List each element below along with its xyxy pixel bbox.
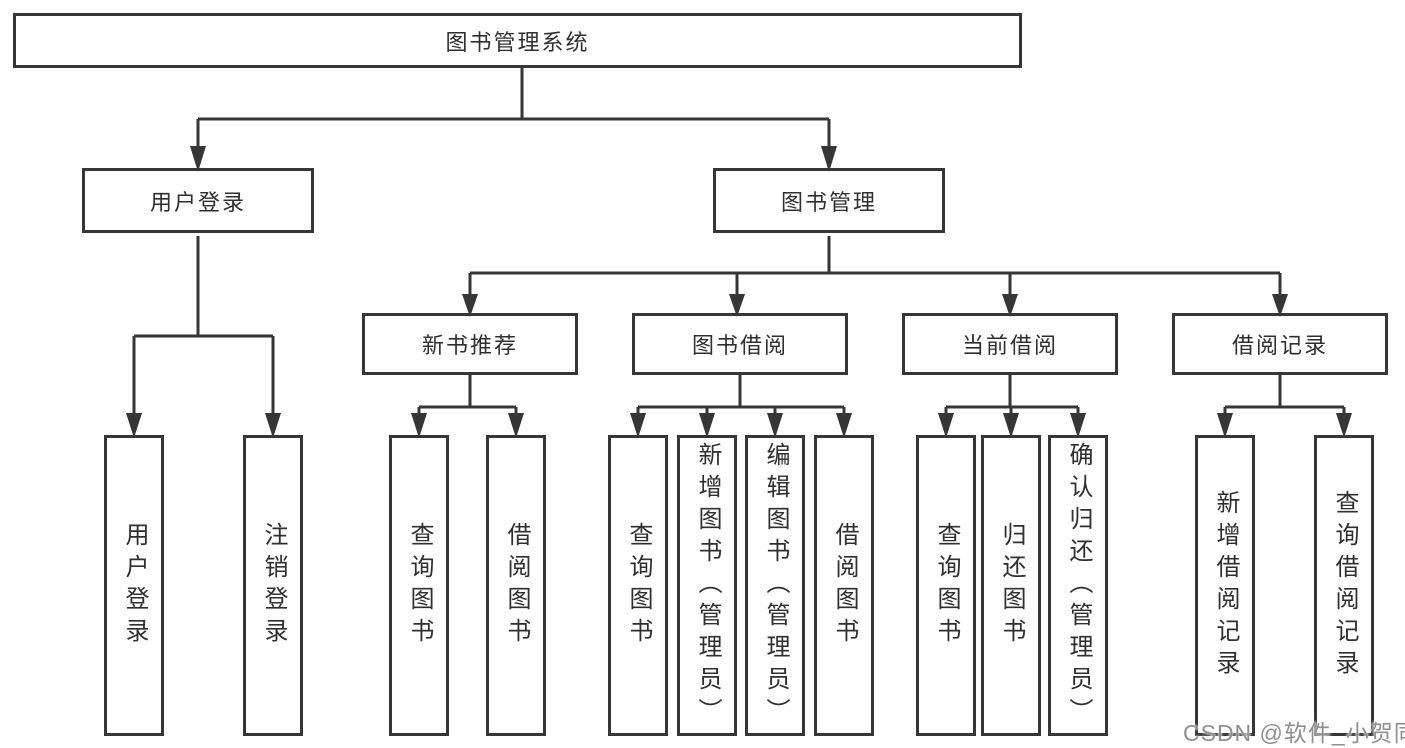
leaf-borrow-books: 借阅图书	[814, 435, 874, 736]
leaf-query-books-current: 查询图书	[916, 435, 976, 736]
node-book-management: 图书管理	[713, 168, 945, 233]
leaf-query-borrow-record: 查询借阅记录	[1314, 435, 1374, 736]
node-label: 新书推荐	[421, 333, 518, 358]
leaf-query-books-borrow: 查询图书	[608, 435, 668, 736]
leaf-label: 查询图书	[625, 521, 652, 650]
leaf-user-login: 用户登录	[104, 435, 164, 736]
watermark: CSDN @软件_小贺同学	[1183, 720, 1405, 746]
leaf-label: 借阅图书	[831, 521, 858, 650]
leaf-add-borrow-record: 新增借阅记录	[1195, 435, 1255, 736]
node-label: 图书借阅	[691, 333, 788, 358]
leaf-label: 查询图书	[406, 521, 433, 650]
leaf-logout: 注销登录	[243, 435, 303, 736]
node-label: 当前借阅	[961, 333, 1058, 358]
leaf-label: 归还图书	[998, 521, 1025, 650]
leaf-label: 新增借阅记录	[1212, 489, 1239, 682]
leaf-confirm-return-admin: 确认归还（管理员）	[1048, 435, 1108, 736]
node-borrow-records: 借阅记录	[1172, 313, 1388, 375]
leaf-label: 确认归还（管理员）	[1065, 441, 1092, 730]
leaf-label: 新增图书（管理员）	[694, 441, 721, 730]
leaf-label: 查询图书	[933, 521, 960, 650]
node-label: 借阅记录	[1231, 333, 1328, 358]
node-label: 用户登录	[149, 189, 246, 215]
node-book-borrow: 图书借阅	[632, 313, 848, 375]
leaf-return-books: 归还图书	[981, 435, 1041, 736]
leaf-edit-book-admin: 编辑图书（管理员）	[745, 435, 805, 736]
node-current-borrow: 当前借阅	[902, 313, 1118, 375]
node-library-management-system: 图书管理系统	[13, 13, 1022, 68]
leaf-label: 查询借阅记录	[1331, 489, 1358, 682]
leaf-label: 借阅图书	[503, 521, 530, 650]
node-label: 图书管理	[780, 189, 877, 215]
leaf-borrow-books-recommend: 借阅图书	[486, 435, 546, 736]
leaf-label: 用户登录	[121, 521, 148, 650]
leaf-label: 编辑图书（管理员）	[762, 441, 789, 730]
leaf-label: 注销登录	[260, 521, 287, 650]
node-user-login: 用户登录	[82, 168, 314, 233]
leaf-query-books-recommend: 查询图书	[389, 435, 449, 736]
node-new-book-recommend: 新书推荐	[362, 313, 578, 375]
node-label: 图书管理系统	[445, 29, 590, 55]
leaf-add-book-admin: 新增图书（管理员）	[677, 435, 737, 736]
